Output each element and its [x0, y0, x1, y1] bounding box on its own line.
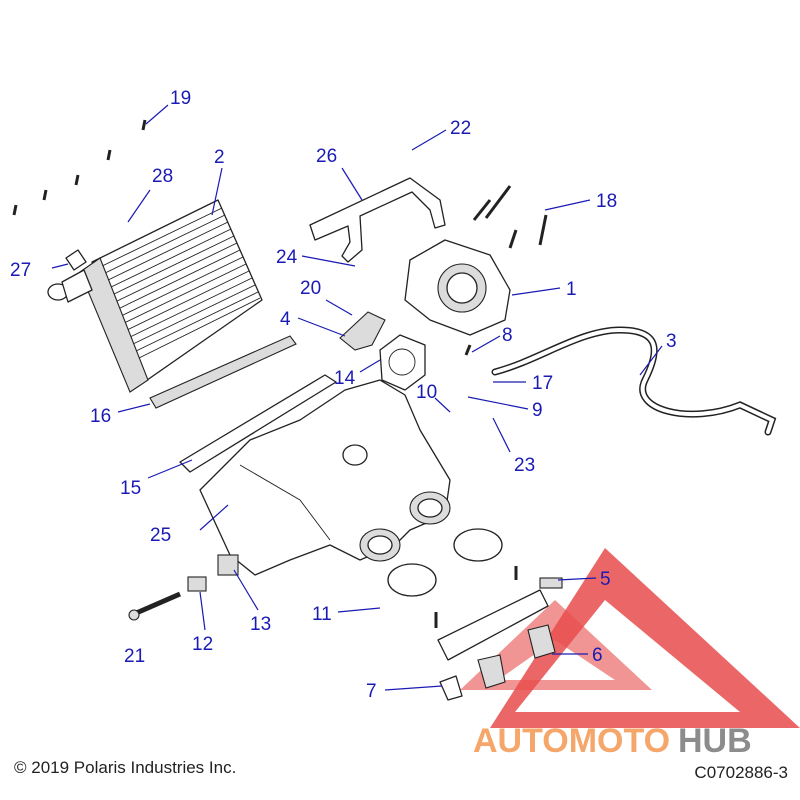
callout-15: 15: [120, 478, 141, 499]
callout-11: 11: [312, 604, 332, 625]
callout-25: 25: [150, 525, 171, 546]
callout-16: 16: [90, 406, 111, 427]
map-sensor: [339, 311, 386, 351]
plenum-gasket: [179, 374, 337, 473]
watermark-logo: AUTOMOTO HUB: [460, 548, 800, 760]
throttle-body: [404, 239, 511, 336]
copyright-notice: © 2019 Polaris Industries Inc.: [14, 758, 237, 777]
callout-12: 12: [192, 634, 213, 655]
intercooler: [47, 199, 263, 393]
callout-17: 17: [532, 373, 553, 394]
hose-clamps: [387, 528, 503, 597]
leader-lines: [51, 104, 663, 691]
intake-plenum: [199, 379, 451, 576]
callout-20: 20: [300, 278, 321, 299]
fastener-bolts: [12, 119, 548, 628]
callout-28: 28: [152, 166, 173, 187]
callout-14: 14: [334, 368, 356, 389]
callout-6: 6: [592, 645, 603, 666]
callout-26: 26: [316, 146, 337, 167]
throttle-gasket: [379, 334, 426, 391]
callout-10: 10: [416, 382, 437, 403]
watermark-text-a: AUTOMOTO: [473, 722, 670, 760]
watermark-text-b: HUB: [678, 722, 752, 760]
callout-13: 13: [250, 614, 271, 635]
callout-4: 4: [280, 309, 291, 330]
callout-23: 23: [514, 455, 535, 476]
mounting-bracket: [309, 177, 446, 263]
callout-5: 5: [600, 569, 611, 590]
callout-22: 22: [450, 118, 471, 139]
callout-7: 7: [366, 681, 377, 702]
callout-labels: 1 2 3 4 5 6 7 8 9 10 11 12 13 14 15 16 1…: [10, 88, 677, 702]
callout-8: 8: [502, 325, 513, 346]
callout-2: 2: [214, 147, 225, 168]
spacers-and-bolt: [128, 554, 239, 621]
callout-1: 1: [566, 279, 577, 300]
callout-27: 27: [10, 260, 31, 281]
drawing-id: C0702886-3: [694, 763, 788, 782]
callout-24: 24: [276, 247, 298, 268]
callout-3: 3: [666, 331, 677, 352]
intercooler-seal-strip: [149, 335, 297, 409]
callout-21: 21: [124, 646, 145, 667]
fuel-rail: [437, 577, 563, 661]
callout-18: 18: [596, 191, 617, 212]
callout-9: 9: [532, 400, 543, 421]
fuel-injectors: [439, 624, 556, 701]
callout-19: 19: [170, 88, 191, 109]
